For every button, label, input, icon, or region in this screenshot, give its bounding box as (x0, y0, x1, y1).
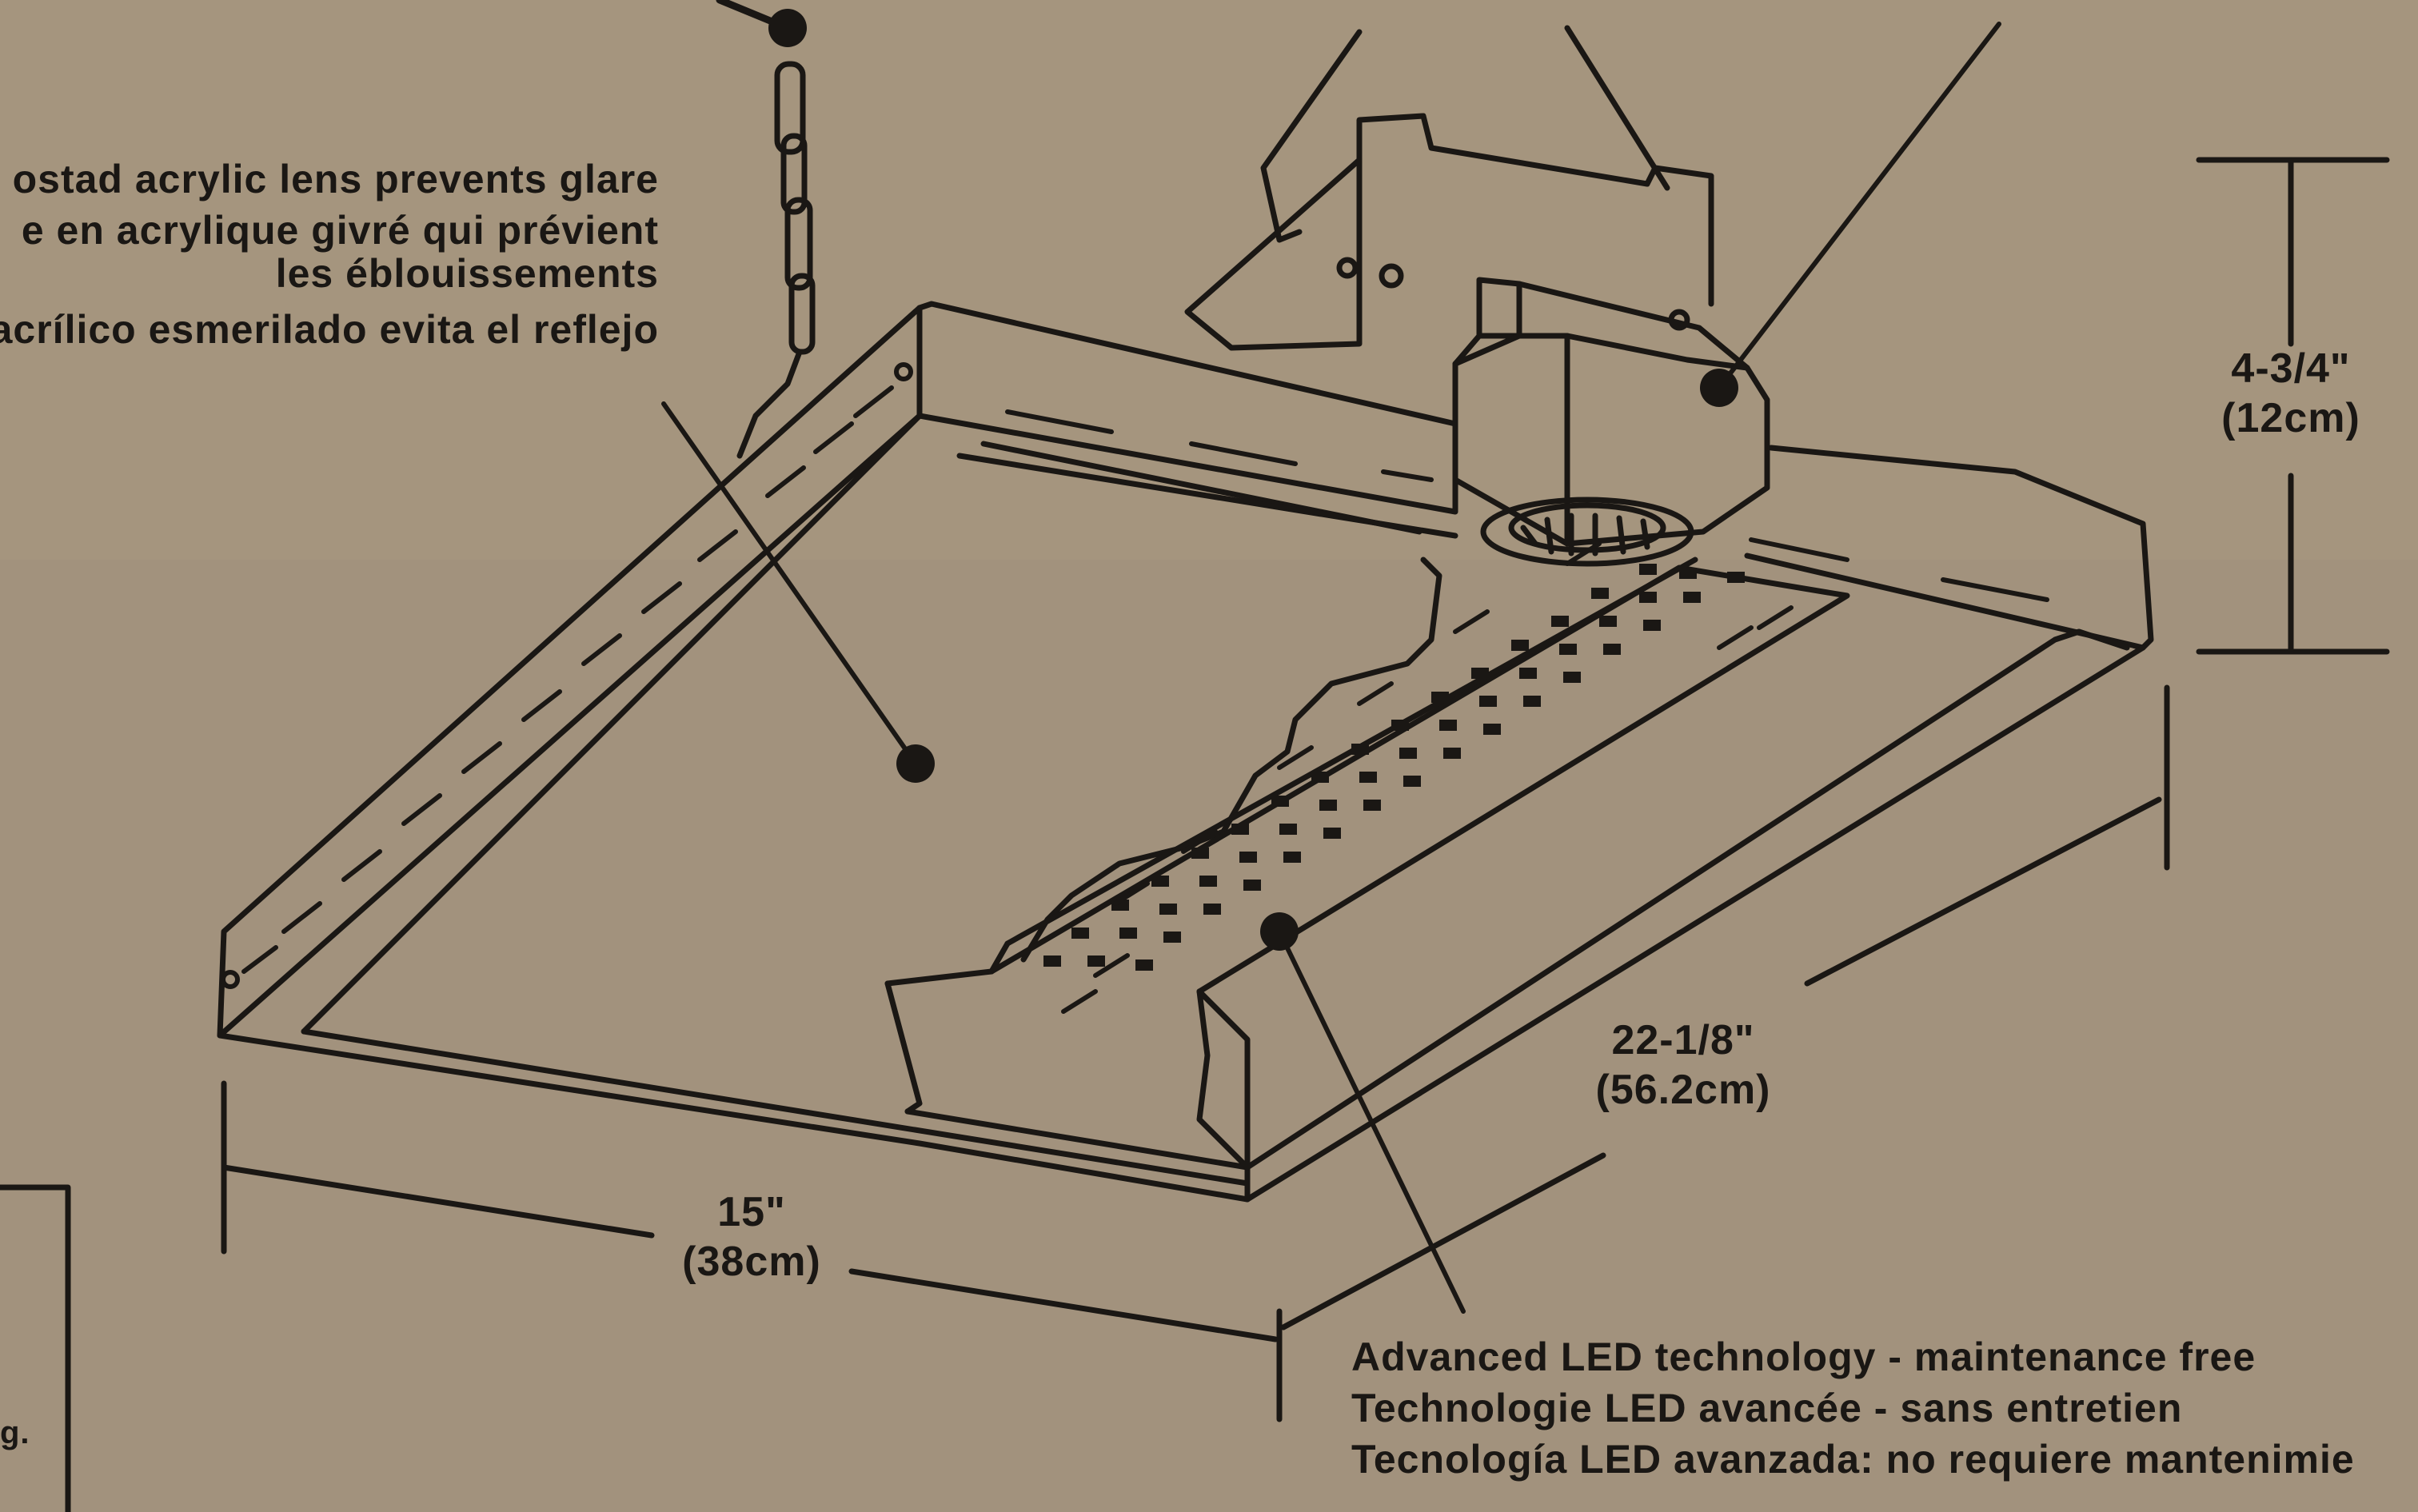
lens-callout-text: ostad acrylic lens prevents glare e en a… (0, 154, 659, 355)
far-rail-slots (1005, 409, 2049, 602)
led-callout-en: Advanced LED technology - maintenance fr… (1351, 1334, 2256, 1379)
fixture-frame (217, 301, 2154, 1203)
rail-slots (221, 362, 913, 989)
length-imperial: 22-1/8" (1611, 1017, 1755, 1063)
length-metric: (56.2cm) (1595, 1067, 1771, 1113)
margin-text-fragment: g. (0, 1415, 30, 1450)
height-imperial: 4-3/4" (2231, 345, 2351, 392)
length-dimension-label: 22-1/8" (56.2cm) (1547, 1015, 1819, 1115)
lens-callout-fr-line1: e en acrylique givré qui prévient (21, 208, 659, 253)
height-metric: (12cm) (2221, 395, 2360, 441)
led-board-slots (1061, 541, 1794, 1014)
lens-callout-en: ostad acrylic lens prevents glare (12, 157, 659, 201)
lens-callout-es: de acrílico esmerilado evita el reflejo (0, 307, 659, 352)
dimension-lines (0, 157, 2390, 1512)
led-chips (1043, 564, 1745, 971)
led-callout-fr: Technologie LED avancée - sans entretien (1351, 1386, 2183, 1430)
hanging-chain (716, 0, 816, 459)
hanger-wires (1260, 25, 1670, 243)
callout-leaders (661, 22, 2001, 1314)
height-dimension-label: 4-3/4" (12cm) (2191, 344, 2391, 443)
width-metric: (38cm) (682, 1239, 821, 1285)
width-imperial: 15" (717, 1189, 786, 1235)
led-callout-text: Advanced LED technology - maintenance fr… (1351, 1331, 2355, 1485)
led-callout-es: Tecnología LED avanzada: no requiere man… (1351, 1437, 2355, 1482)
width-dimension-label: 15" (38cm) (656, 1187, 848, 1287)
lens-callout-fr-line2: les éblouissements (275, 251, 659, 296)
